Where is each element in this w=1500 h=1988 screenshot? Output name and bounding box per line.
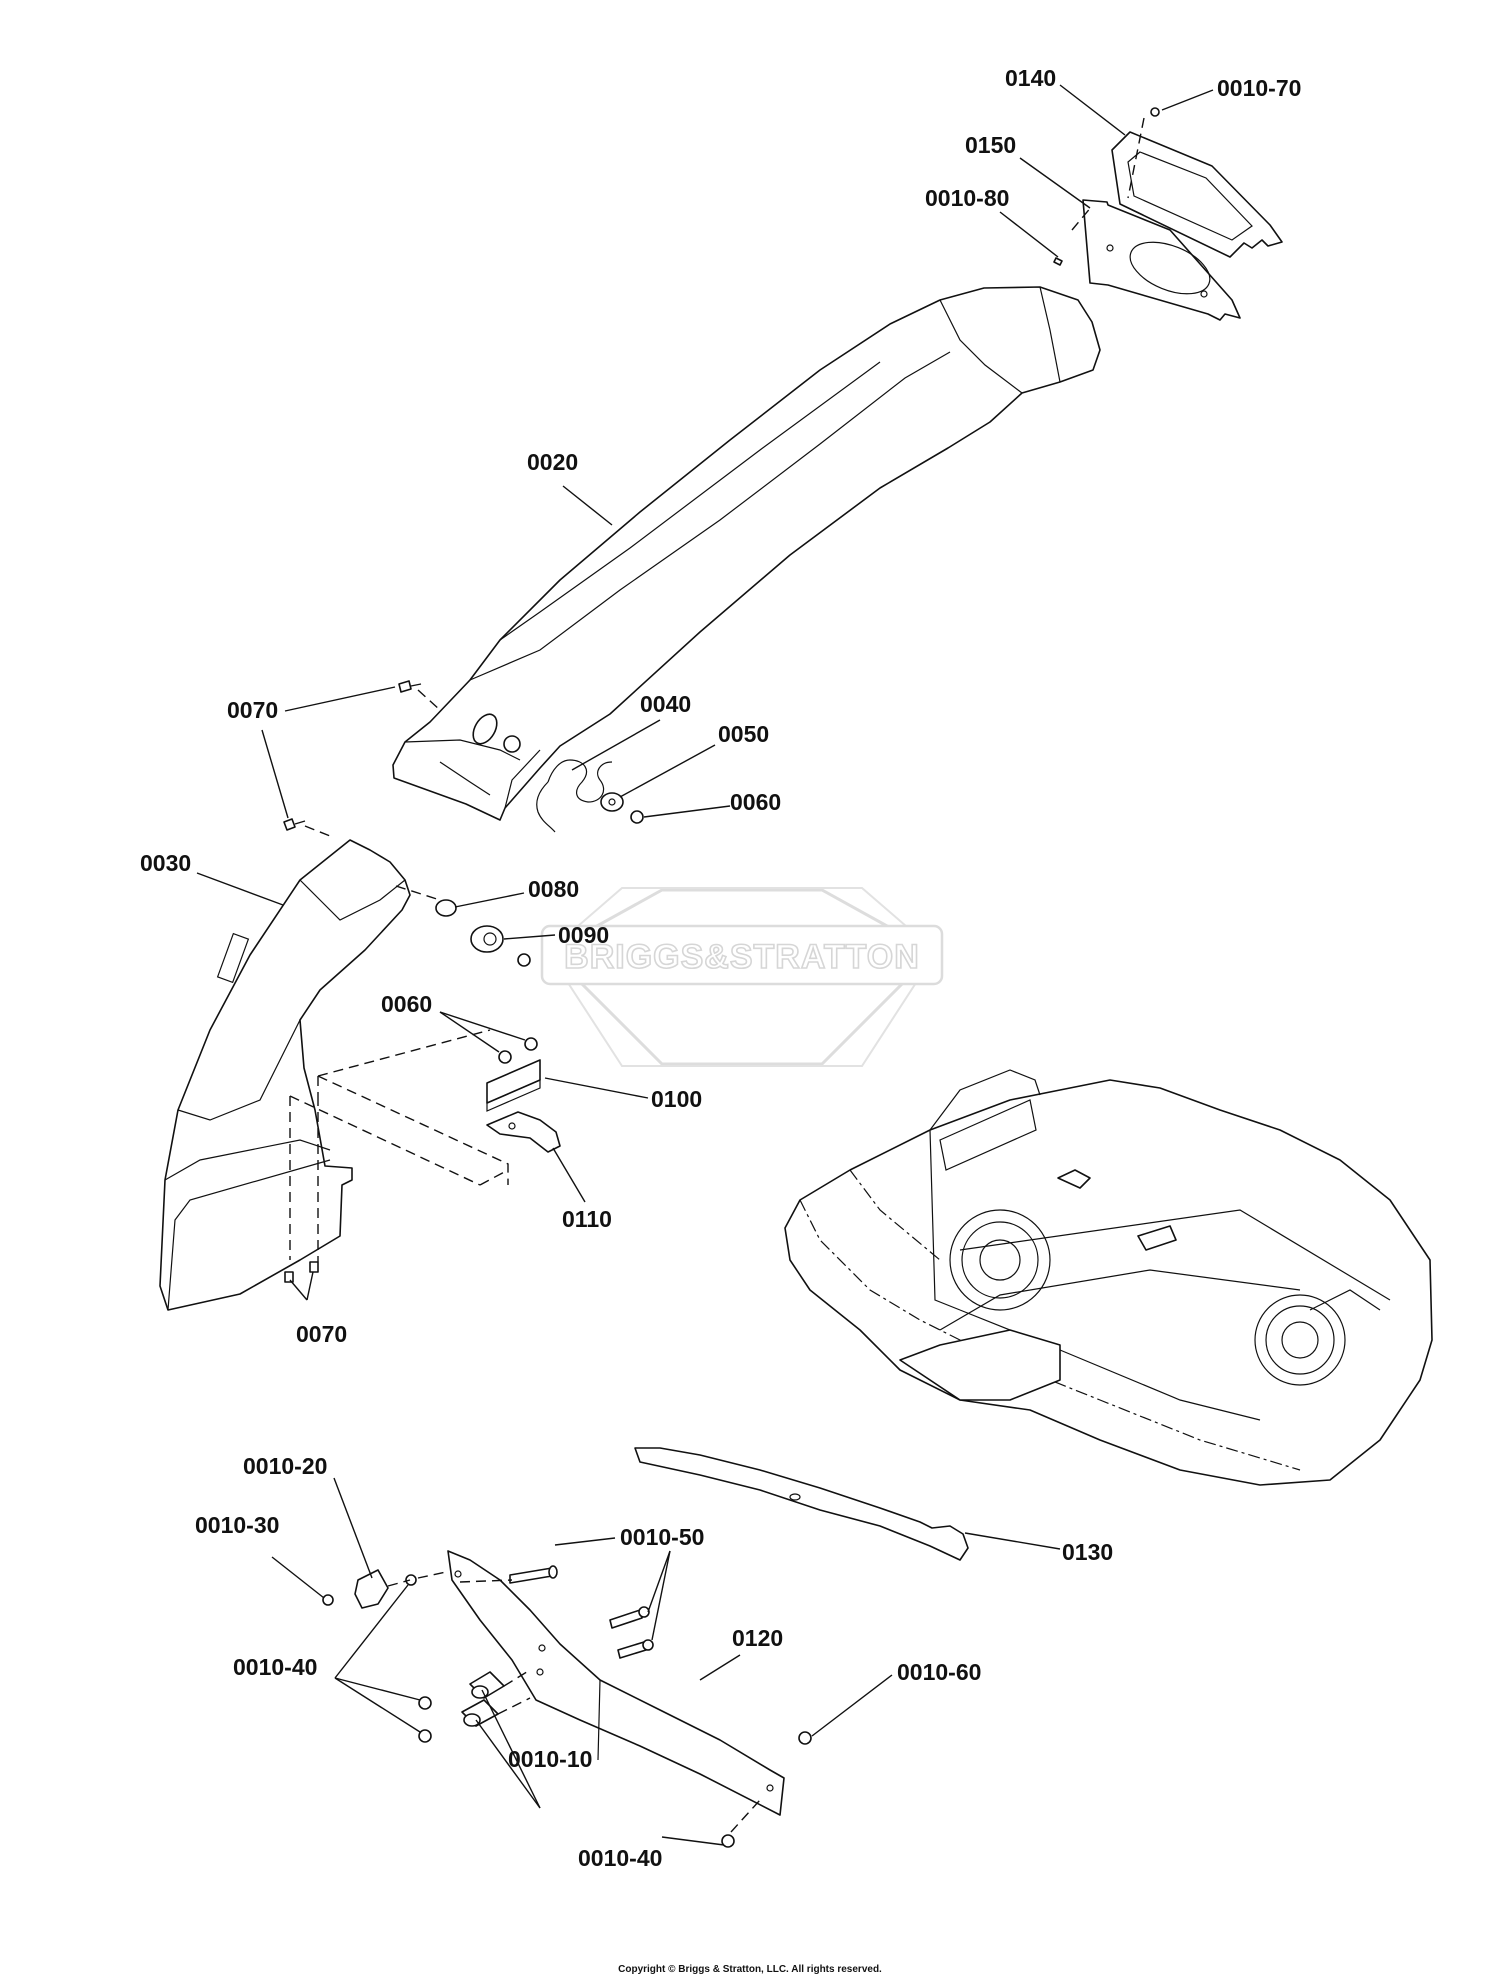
bracket-0100 <box>486 1059 541 1112</box>
label-0010-70: 0010-70 <box>1217 75 1301 101</box>
label-0040: 0040 <box>640 691 691 717</box>
label-0010-40-left: 0010-40 <box>233 1654 317 1680</box>
nut-0010-40-b <box>418 1696 432 1710</box>
nut-0010-30 <box>322 1594 334 1606</box>
briggs-stratton-watermark: BRIGGS&STRATTON <box>540 887 944 1067</box>
nut-0060-mid <box>517 953 531 967</box>
label-0030: 0030 <box>140 850 191 876</box>
label-0110: 0110 <box>562 1206 612 1232</box>
nut-0060-a <box>498 1050 512 1064</box>
blade-0130 <box>634 1447 969 1561</box>
discharge-chute-0020 <box>392 286 1101 821</box>
screw-0010-80 <box>1053 257 1063 266</box>
gasket-0140 <box>1111 131 1283 258</box>
copyright-notice: Copyright © Briggs & Stratton, LLC. All … <box>618 1964 882 1975</box>
screw-0070-top <box>398 680 422 693</box>
nut-0010-40-c <box>418 1729 432 1743</box>
label-0150: 0150 <box>965 132 1016 158</box>
label-0090: 0090 <box>558 922 609 948</box>
bolt-0010-50-c <box>617 1639 654 1659</box>
label-0070-top: 0070 <box>227 697 278 723</box>
label-0060-mid: 0060 <box>381 991 432 1017</box>
spacer-0010-10-b <box>461 1699 499 1727</box>
screw-0010-70 <box>1150 107 1160 117</box>
label-0010-30: 0010-30 <box>195 1512 279 1538</box>
label-0130: 0130 <box>1062 1539 1113 1565</box>
label-0100: 0100 <box>651 1086 702 1112</box>
screw-0070-bot-a <box>284 1271 294 1283</box>
label-0080: 0080 <box>528 876 579 902</box>
screw-0070-mid <box>283 818 306 831</box>
label-0060-top: 0060 <box>730 789 781 815</box>
label-0010-20: 0010-20 <box>243 1453 327 1479</box>
label-0010-50: 0010-50 <box>620 1524 704 1550</box>
washer-0050 <box>600 792 624 812</box>
label-0020: 0020 <box>527 449 578 475</box>
bolt-0010-60 <box>798 1731 812 1745</box>
label-0010-40-bottom: 0010-40 <box>578 1845 662 1871</box>
label-0010-80: 0010-80 <box>925 185 1009 211</box>
label-0050: 0050 <box>718 721 769 747</box>
gasket-0150 <box>1082 199 1241 321</box>
label-0010-60: 0010-60 <box>897 1659 981 1685</box>
spacer-0090 <box>470 925 504 953</box>
baffle-0120 <box>447 1550 785 1816</box>
screw-0070-bot-b <box>309 1261 319 1273</box>
spacer-0010-10-a <box>469 1671 505 1699</box>
bracket-0110 <box>486 1111 561 1153</box>
label-0070-bot: 0070 <box>296 1321 347 1347</box>
chute-0030 <box>159 839 411 1311</box>
mower-deck <box>784 1069 1433 1486</box>
nut-0060-b <box>524 1037 538 1051</box>
label-0010-10: 0010-10 <box>508 1746 592 1772</box>
nut-0010-40-a <box>405 1574 417 1586</box>
nut-0010-40-d <box>721 1834 735 1848</box>
label-0140: 0140 <box>1005 65 1056 91</box>
spring-0040 <box>536 759 613 833</box>
latch-0010-20 <box>354 1569 389 1609</box>
nut-0060-top <box>630 810 644 824</box>
bolt-0010-50-b <box>609 1606 650 1629</box>
callout-labels: 0140 0010-70 0150 0010-80 0020 0070 0040… <box>140 65 1301 1871</box>
washer-0080 <box>435 899 457 917</box>
watermark-text: BRIGGS&STRATTON <box>564 938 920 976</box>
bolt-0010-50-a <box>509 1565 558 1584</box>
leader-lines <box>196 84 1214 1846</box>
label-0120: 0120 <box>732 1625 783 1651</box>
